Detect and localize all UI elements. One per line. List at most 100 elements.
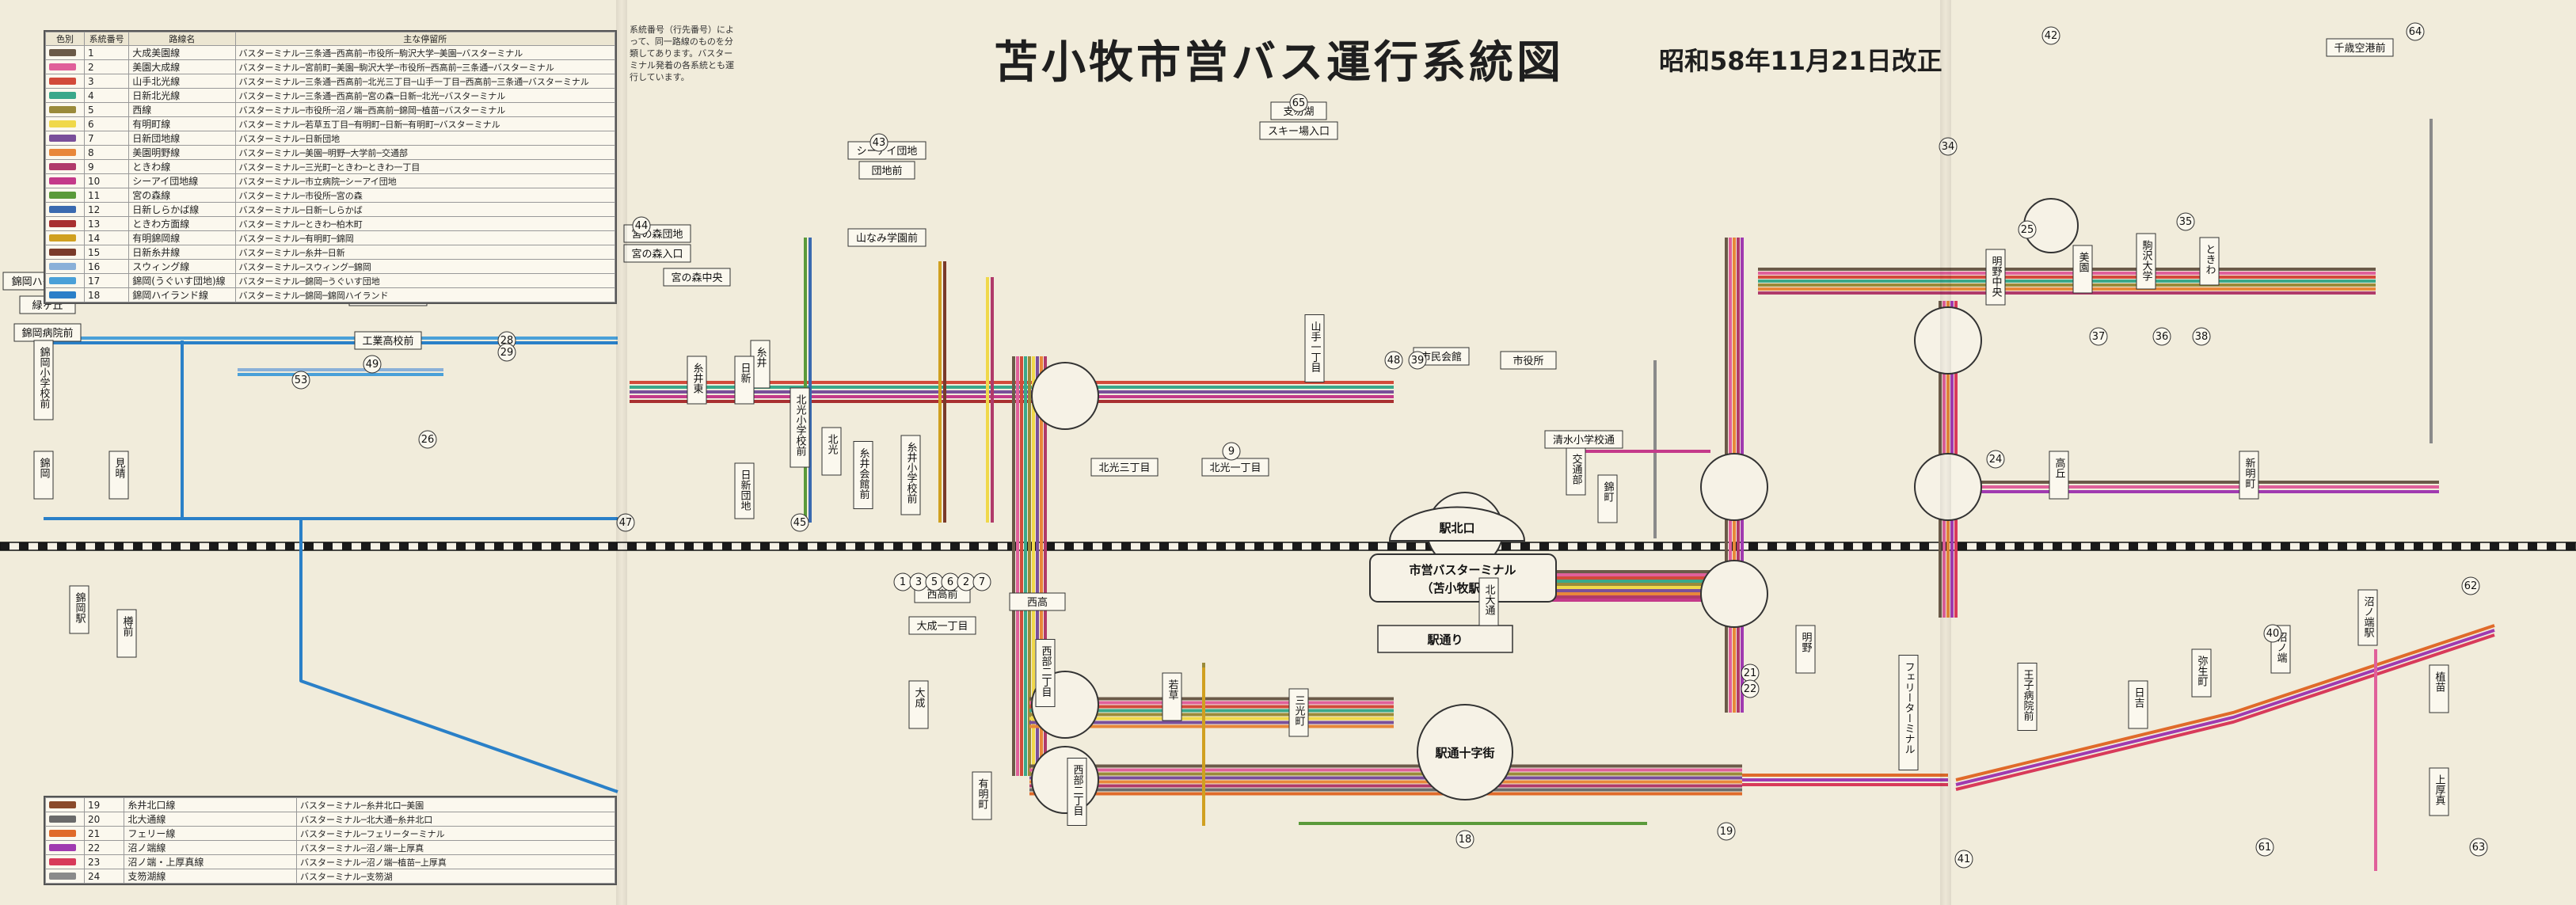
legend-route-stops: バスターミナル─支笏湖	[296, 869, 615, 884]
legend-route-number: 13	[83, 216, 130, 231]
bus-stop-name: 宮の森入口	[631, 248, 683, 260]
bus-stop-name: 西高	[1027, 596, 1048, 609]
legend-route-number: 22	[83, 840, 125, 855]
route-number-text: 48	[1387, 355, 1401, 367]
map-notes: 系統番号（行先番号）によって、同一路線のものを分類してあります。バスターミナル発…	[630, 25, 734, 82]
legend-route-name: シーアイ団地線	[128, 173, 236, 188]
route-number-text: 45	[793, 517, 807, 529]
route-number-marker: 9	[1222, 442, 1241, 461]
route-number-text: 64	[2409, 26, 2422, 38]
legend-swatch	[45, 230, 85, 245]
page-fold-right	[1940, 0, 1951, 905]
bus-stop-name: 有明町	[976, 778, 989, 809]
legend-route-stops: バスターミナル─三条通─西高前─北光三丁目─山手一丁目─西高前─三条通─バスター…	[234, 74, 616, 89]
legend-route-number: 15	[83, 245, 130, 260]
bus-stop-name: 大成一丁目	[916, 621, 968, 633]
bus-stop: 工業高校前	[354, 331, 422, 350]
bus-stop-name: 市役所	[1512, 355, 1543, 367]
legend-route-name: 日新団地線	[128, 131, 236, 146]
legend-route-stops: バスターミナル─三条通─西高前─宮の森─日新─北光─バスターミナル	[234, 88, 616, 103]
bus-stop: 千歳空港前	[2326, 38, 2394, 57]
route-number-text: 35	[2179, 216, 2193, 228]
route-number-text: 47	[619, 517, 633, 529]
legend-route-stops: バスターミナル─宮前町─美園─駒沢大学─市役所─西高前─三条通─バスターミナル	[234, 59, 616, 74]
route-line	[1955, 629, 2495, 786]
bus-stop-name: 糸井東	[691, 363, 704, 394]
bus-stop: 糸井会館前	[853, 441, 873, 509]
legend-route-number: 20	[83, 812, 125, 827]
route-number-marker: 29	[497, 343, 516, 362]
bus-stop: 上厚真	[2429, 767, 2449, 816]
bus-stop: 西高	[1009, 592, 1066, 611]
route-number-text: 25	[2021, 224, 2034, 236]
legend-route-number: 9	[83, 159, 130, 174]
legend-route-name: 大成美園線	[128, 45, 236, 60]
legend-route-name: 西線	[128, 102, 236, 117]
route-number-marker: 40	[2263, 624, 2282, 643]
bus-stop-name: 市民会館	[1421, 351, 1462, 363]
legend-route-number: 24	[83, 869, 125, 884]
route-number-text: 1	[900, 576, 906, 588]
bus-stop: 宮の森中央	[663, 268, 731, 287]
bus-stop: 有明町	[972, 771, 992, 820]
station-street: 駅通り	[1377, 625, 1513, 653]
bus-stop-name: 山手一丁目	[1309, 321, 1322, 373]
legend-swatch	[45, 826, 85, 841]
legend-route-stops: バスターミナル─美園─明野─大学前─交通部	[234, 145, 616, 160]
ekidori-crossing-hub: 駅通十字街	[1417, 704, 1513, 800]
route-number-text: 3	[915, 576, 922, 588]
route-number-marker: 49	[363, 355, 382, 374]
route-number-text: 42	[2045, 30, 2058, 42]
ekidori-cross-label: 駅通十字街	[1434, 746, 1494, 760]
route-number-text: 44	[635, 220, 649, 232]
bus-stop-name: 駒沢大学	[2140, 240, 2153, 281]
route-number-text: 63	[2472, 842, 2486, 854]
legend-swatch	[45, 45, 85, 60]
bus-stop-name: 交通部	[1570, 453, 1583, 485]
bus-stop: 交通部	[1566, 447, 1586, 496]
route-number-text: 65	[1292, 97, 1306, 109]
bus-stop: 錦岡駅	[69, 585, 89, 634]
bus-stop-name: 沼ノ端駅	[2362, 596, 2375, 638]
bus-stop: 大成	[908, 680, 929, 729]
route-number-marker: 3	[909, 572, 928, 591]
legend-swatch	[45, 131, 85, 146]
bus-stop-name: 北大通	[1483, 584, 1496, 615]
bus-stop-name: 明野中央	[1990, 256, 2003, 297]
legend-route-stops: バスターミナル─三光町─ときわ─ときわ一丁目	[234, 159, 616, 174]
legend-swatch	[45, 840, 85, 855]
bus-stop-name: 糸井会館前	[858, 448, 870, 500]
bus-stop: 明野中央	[1985, 249, 2006, 306]
bus-stop: 弥生町	[2191, 648, 2212, 698]
route-number-text: 9	[1228, 446, 1235, 458]
route-number-text: 18	[1459, 834, 1472, 846]
legend-route-stops: バスターミナル─市立病院─シーアイ団地	[234, 173, 616, 188]
bus-stop: 山手一丁目	[1304, 314, 1325, 382]
bus-stop: 北光三丁目	[1090, 458, 1159, 477]
route-number-marker: 2	[957, 572, 976, 591]
legend-swatch	[45, 245, 85, 260]
bus-stop-name: 北光一丁目	[1209, 462, 1261, 474]
bus-stop: 大成一丁目	[908, 616, 976, 635]
route-number-text: 49	[366, 359, 379, 371]
route-number-marker: 63	[2469, 838, 2488, 857]
route-number-marker: 62	[2461, 576, 2480, 595]
route-number-marker: 48	[1384, 351, 1403, 370]
legend-swatch	[45, 145, 85, 160]
route-number-text: 61	[2258, 842, 2272, 854]
legend-route-number: 5	[83, 102, 130, 117]
legend-route-stops: バスターミナル─三条通─西高前─市役所─駒沢大学─美園─バスターミナル	[234, 45, 616, 60]
